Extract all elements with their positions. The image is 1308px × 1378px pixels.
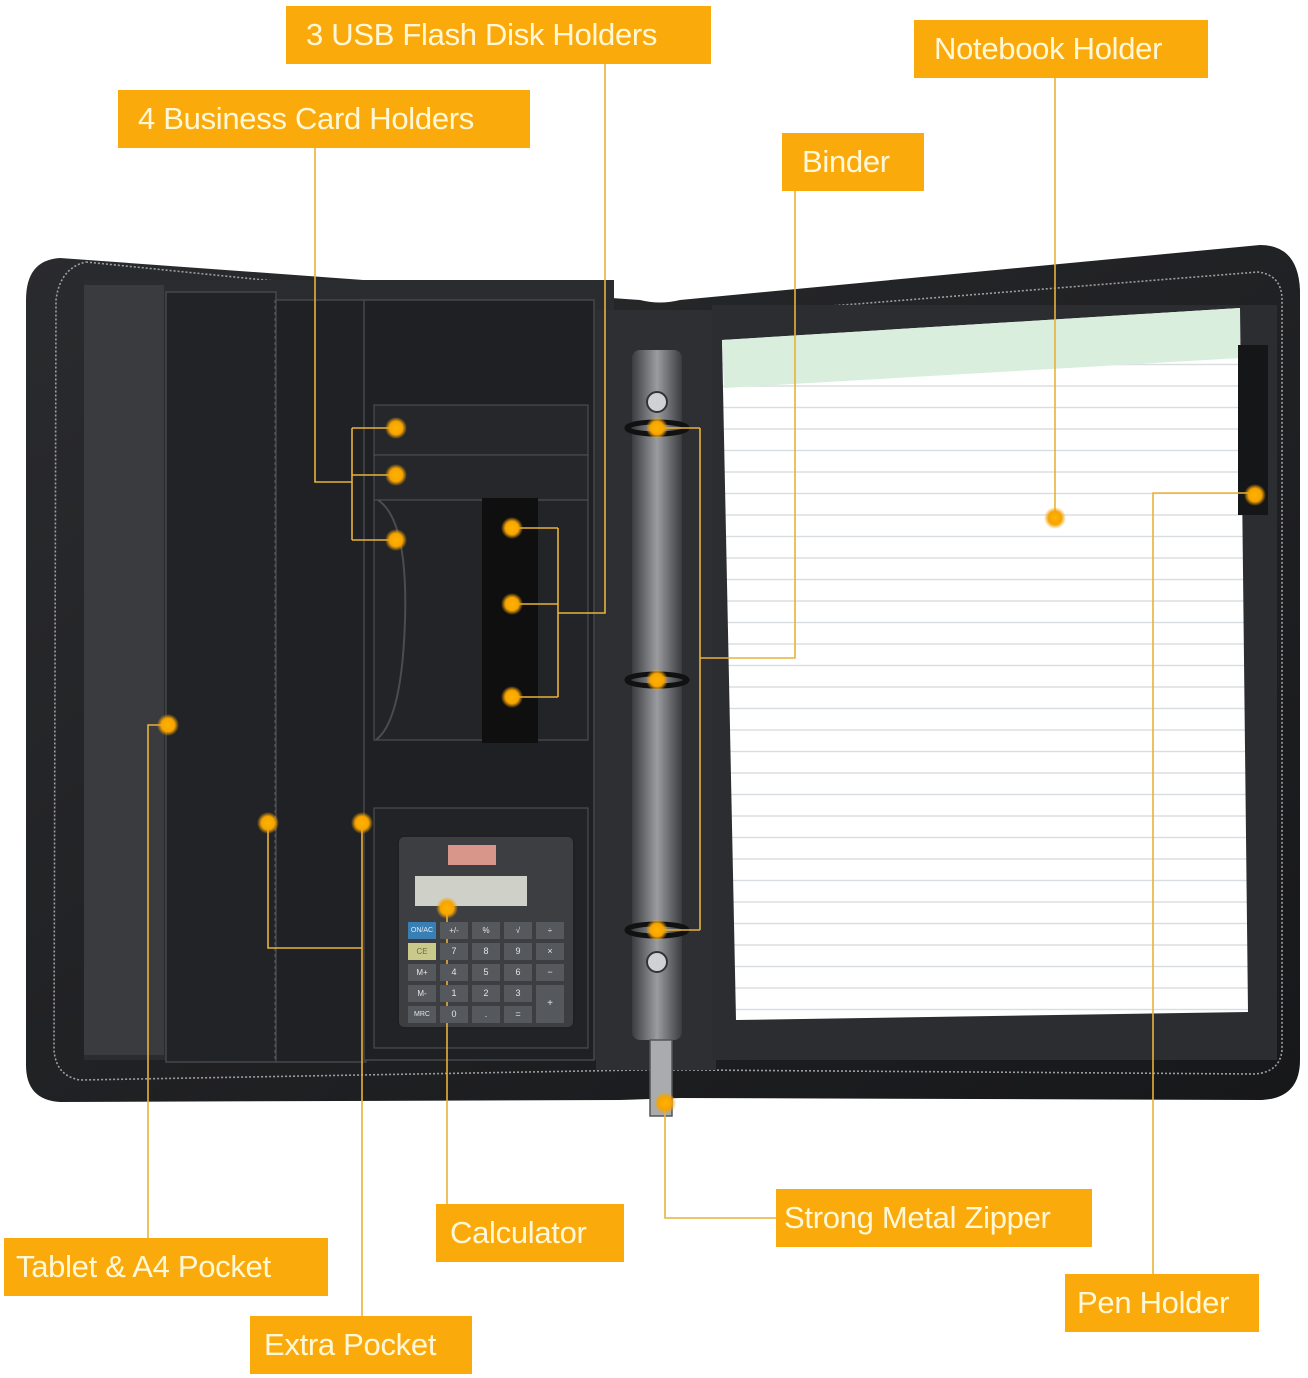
callout-tablet-a4-pocket: Tablet & A4 Pocket (4, 1238, 328, 1296)
calc-key: . (472, 1006, 500, 1023)
callout-usb-holders: 3 USB Flash Disk Holders (286, 6, 711, 64)
callout-business-card-holders: 4 Business Card Holders (118, 90, 530, 148)
calculator-keypad: ON/AC +/- % √ ÷ CE 7 8 9 × M+ 4 5 6 − M-… (408, 922, 568, 1026)
calc-key: + (536, 985, 564, 1023)
calc-key: 8 (472, 943, 500, 960)
calc-key: √ (504, 922, 532, 939)
callout-calculator: Calculator (436, 1204, 624, 1262)
calc-key: 9 (504, 943, 532, 960)
callout-binder: Binder (782, 133, 924, 191)
callout-strong-metal-zipper: Strong Metal Zipper (776, 1189, 1092, 1247)
calc-key: 4 (440, 964, 468, 981)
callout-dots (157, 417, 1266, 1114)
calc-key: 6 (504, 964, 532, 981)
calc-key: 5 (472, 964, 500, 981)
callout-pen-holder: Pen Holder (1065, 1274, 1259, 1332)
calc-key: CE (408, 943, 436, 960)
calc-key: 7 (440, 943, 468, 960)
callout-notebook-holder: Notebook Holder (914, 20, 1208, 78)
notepad (712, 305, 1277, 1060)
calc-key: +/- (440, 922, 468, 939)
calc-key: 2 (472, 985, 500, 1002)
calc-key: MRC (408, 1006, 436, 1023)
calc-key: ÷ (536, 922, 564, 939)
calc-key: 0 (440, 1006, 468, 1023)
calc-key: 1 (440, 985, 468, 1002)
calc-key: ON/AC (408, 922, 436, 939)
calc-key: − (536, 964, 564, 981)
calc-key: M+ (408, 964, 436, 981)
calc-key: 3 (504, 985, 532, 1002)
callout-extra-pocket: Extra Pocket (250, 1316, 472, 1374)
calc-key: = (504, 1006, 532, 1023)
calc-key: M- (408, 985, 436, 1002)
calc-key: × (536, 943, 564, 960)
calc-key: % (472, 922, 500, 939)
